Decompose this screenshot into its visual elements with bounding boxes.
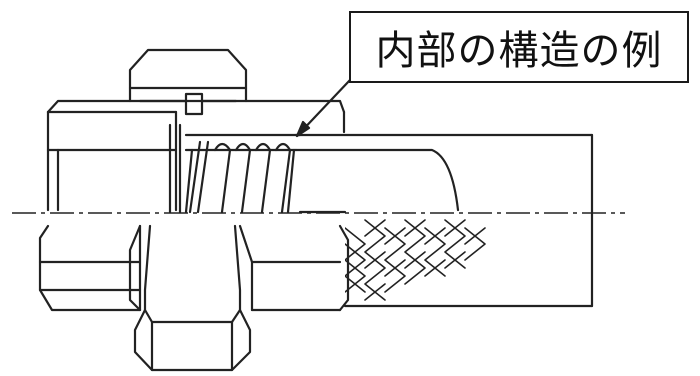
callout-label: 内部の構造の例	[375, 28, 663, 74]
thread-coils	[168, 123, 302, 214]
hose-braid	[345, 219, 486, 301]
left-hex-body	[46, 99, 346, 212]
hose-tube	[294, 133, 594, 308]
callout-leader	[295, 78, 352, 138]
union-nut-lower	[133, 224, 350, 372]
top-nut-cap	[128, 48, 248, 116]
callout-box: 内部の構造の例	[349, 11, 689, 83]
lower-hex-flats	[38, 224, 142, 312]
